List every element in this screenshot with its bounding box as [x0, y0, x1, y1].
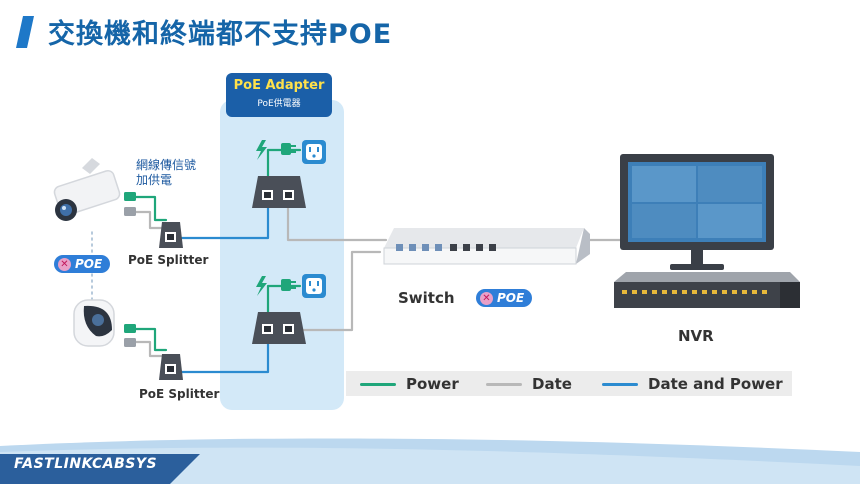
legend-swatch-power — [360, 382, 396, 386]
camera-data-line-bottom — [134, 340, 166, 358]
network-power-caption-line1: 網線傳信號 — [136, 158, 197, 172]
poe-adapter-subtitle: PoE供電器 — [257, 99, 301, 109]
data-line-top — [286, 194, 388, 242]
legend-item-power: Power — [360, 375, 459, 393]
legend-swatch-date — [486, 382, 522, 386]
legend: Power Date Date and Power — [346, 371, 792, 396]
outlet-icon-top — [302, 140, 326, 164]
switch-no-poe-text: POE — [497, 291, 525, 305]
camera-power-line-bottom — [134, 327, 168, 352]
poe-splitter-label-bottom: PoE Splitter — [139, 387, 220, 401]
camera-no-poe-badge: ✕ POE — [54, 255, 111, 273]
poe-splitter-top — [159, 222, 183, 248]
camera-no-poe-text: POE — [75, 257, 103, 271]
poe-splitter-label-top: PoE Splitter — [128, 253, 209, 267]
network-power-caption-line2: 加供電 — [136, 173, 173, 187]
brand-logo-text: FASTLINKCABSYS — [14, 456, 158, 472]
camera-plug-icons — [124, 192, 136, 347]
bullet-camera-icon — [53, 158, 121, 221]
legend-label-date-and-power: Date and Power — [648, 375, 783, 393]
legend-item-date-and-power: Date and Power — [602, 375, 783, 393]
legend-swatch-date-and-power — [602, 382, 638, 386]
x-icon: ✕ — [58, 257, 71, 271]
plug-icon-bottom — [281, 279, 296, 291]
switch-no-poe-badge: ✕ POE — [476, 289, 533, 307]
poe-adapter-title: PoE Adapter — [233, 78, 325, 93]
footer-wave — [0, 438, 860, 484]
switch-label: Switch — [398, 289, 455, 307]
network-power-caption: 網線傳信號 加供電 — [136, 158, 196, 188]
data-line-bottom — [284, 250, 382, 332]
nvr-monitor-icon — [620, 154, 774, 270]
camera-power-line-top — [134, 195, 168, 222]
page-title: 交換機和終端都不支持POE — [48, 19, 393, 50]
legend-label-date: Date — [532, 375, 572, 393]
nvr-recorder-icon — [614, 272, 800, 308]
legend-item-date: Date — [486, 375, 572, 393]
poe-injector-top — [252, 176, 306, 208]
title-accent-icon — [16, 16, 34, 48]
dome-camera-icon — [73, 299, 115, 347]
plug-icon-top — [281, 143, 296, 155]
network-switch-icon — [383, 228, 590, 265]
camera-data-line-top — [134, 210, 166, 230]
data-power-line-top — [180, 194, 270, 240]
poe-injector-bottom — [252, 312, 306, 344]
outlet-icon-bottom — [302, 274, 326, 298]
lightning-icon-bottom — [256, 276, 267, 296]
nvr-label: NVR — [678, 327, 714, 345]
poe-splitter-bottom — [159, 354, 183, 380]
cable-lines — [91, 148, 626, 374]
data-power-line-bottom — [178, 330, 270, 374]
x-icon: ✕ — [480, 291, 493, 305]
legend-label-power: Power — [406, 375, 459, 393]
lightning-icon-top — [256, 140, 267, 160]
poe-adapter-header: PoE Adapter PoE供電器 — [226, 73, 332, 117]
